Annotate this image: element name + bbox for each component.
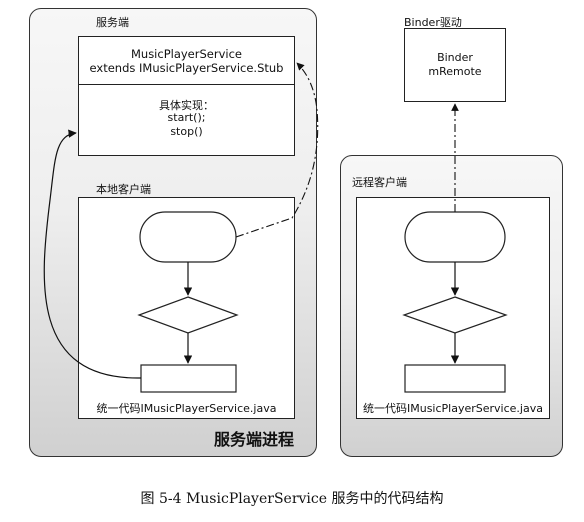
remote-bind-service-line3: Binder对象: [430, 243, 480, 254]
local-client-title: 本地客户端: [96, 183, 151, 196]
binder-driver-box: [404, 28, 506, 102]
start-method: start();: [167, 111, 206, 124]
remote-bind-service-line2: 返回一个: [435, 231, 474, 242]
binder-label: Binder: [437, 51, 473, 64]
remote-client-title: 远程客户端: [352, 176, 407, 189]
stop-method: stop(): [170, 125, 203, 138]
remote-bind-service-line1: bindService(): [423, 219, 487, 230]
use-proxy-label: 使用Proxy: [432, 372, 478, 383]
figure-caption: 图 5-4 MusicPlayerService 服务中的代码结构: [140, 491, 444, 507]
server-process-label: 服务端进程: [214, 430, 295, 449]
mremote-label: mRemote: [428, 65, 482, 78]
direct-call-label: 直接调用: [169, 372, 208, 383]
local-bind-service-line3: Binder对象: [163, 243, 213, 254]
server-panel-title: 服务端: [96, 16, 129, 29]
remote-as-interface-label: asInterface(): [424, 309, 486, 320]
local-bind-service-line2: 返回一个: [168, 231, 207, 242]
binder-driver-title: Binder驱动: [404, 16, 462, 29]
service-class-name: MusicPlayerService: [130, 47, 242, 61]
service-box-divider: [78, 84, 295, 86]
local-bind-service-line1: bindService(): [156, 219, 220, 230]
implementation-label: 具体实现：: [159, 99, 214, 112]
service-extends-line: extends IMusicPlayerService.Stub: [89, 61, 284, 75]
remote-unified-code-label: 统一代码IMusicPlayerService.java: [363, 402, 543, 415]
local-as-interface-label: asInterface(): [157, 309, 219, 320]
local-unified-code-label: 统一代码IMusicPlayerService.java: [96, 402, 277, 415]
